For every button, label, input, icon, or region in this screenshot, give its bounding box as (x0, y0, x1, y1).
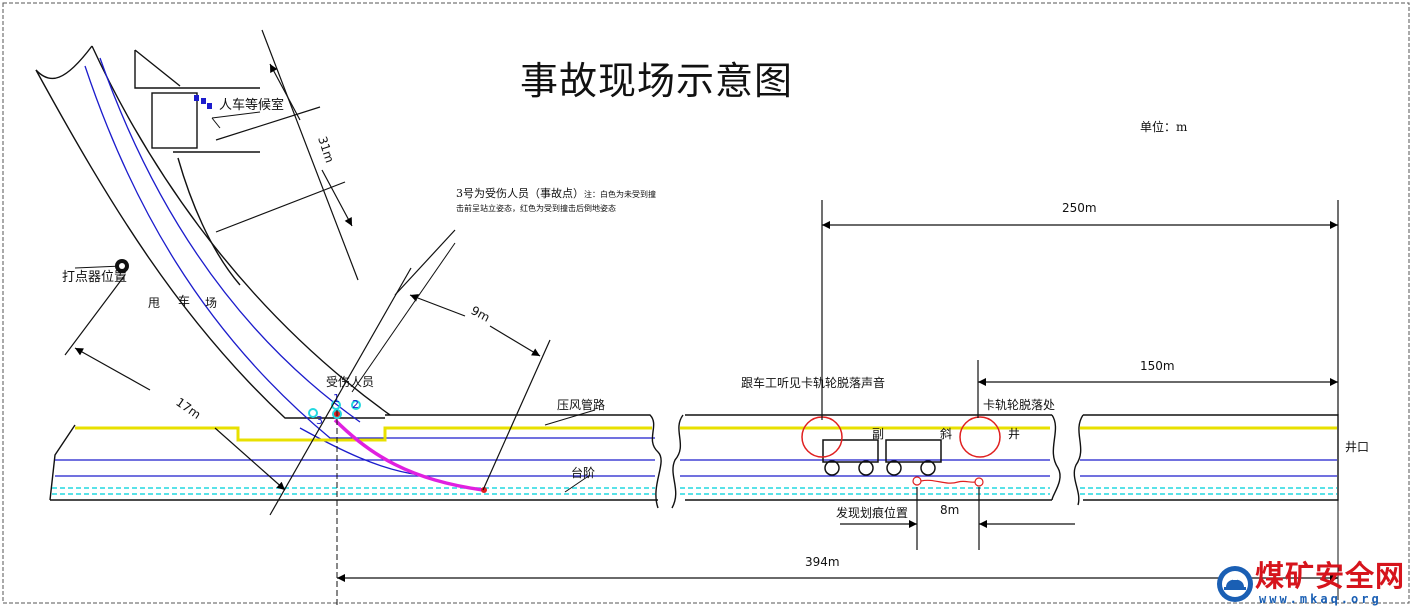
main-roadway (49, 414, 1339, 509)
wheel-fell-label: 卡轨轮脱落处 (983, 398, 1056, 412)
note-lead: 3号为受伤人员（事故点） (456, 187, 584, 200)
note-detail: 注：白色为未受到撞击前呈站立姿态，红色为受到撞击后倒地姿态 (456, 190, 656, 213)
sound-heard-label: 跟车工听见卡轨轮脱落声音 (741, 376, 886, 390)
vehicles (822, 439, 942, 476)
dim-394m-label: 394m (805, 555, 840, 569)
sound-heard-circle (801, 416, 843, 458)
signal-device-label: 打点器位置 (62, 270, 128, 285)
dim-250m-label: 250m (1062, 201, 1097, 215)
waiting-room-label: 人车等候室 (219, 98, 285, 113)
injury-note: 3号为受伤人员（事故点）注：白色为未受到撞击前呈站立姿态，红色为受到撞击后倒地姿… (456, 187, 656, 215)
yard-label-1: 甩 (148, 296, 160, 310)
scratch-marks (912, 476, 984, 487)
air-pipe-label: 压风管路 (557, 398, 606, 412)
injured-label: 受伤人员 (326, 375, 375, 389)
incline-label-2: 斜 (940, 427, 952, 441)
steps (52, 487, 1337, 495)
main-rails (55, 459, 1337, 477)
site-logo: 煤矿安全网 www.mkaq.org (1213, 560, 1413, 608)
person-markers (308, 400, 361, 419)
person-3-label: 3 (316, 414, 323, 427)
shaft-mouth-label: 井口 (1345, 440, 1370, 454)
incline-label-1: 副 (872, 427, 884, 441)
incline-label-3: 井 (1008, 427, 1020, 441)
branch-road (35, 45, 391, 419)
logo-url: www.mkaq.org (1259, 592, 1382, 606)
trajectory-path (333, 418, 484, 492)
dim-9m-label: 9m (469, 303, 493, 324)
leader-lines (74, 242, 596, 493)
branch-rails (84, 57, 655, 476)
dim-31m-label: 31m (315, 135, 337, 165)
dimension-lines (64, 29, 1339, 582)
dim-150m-label: 150m (1140, 359, 1175, 373)
trajectory-end-point (481, 487, 487, 493)
wheel-fell-circle (959, 416, 1001, 458)
yard-label-2: 车 (178, 293, 190, 308)
dim-17m-label: 17m (173, 395, 203, 422)
unit-label: 单位：m (1140, 120, 1188, 134)
dim-8m-label: 8m (940, 503, 959, 517)
yard-label-3: 场 (205, 296, 217, 310)
person-2-label: 2 (352, 398, 359, 411)
waiting-room (151, 92, 198, 149)
scratch-label: 发现划痕位置 (836, 506, 909, 520)
waiting-room-vehicle-icon (194, 95, 212, 109)
signal-device-icon (115, 259, 129, 273)
air-pipe (75, 426, 1337, 442)
page-title: 事故现场示意图 (520, 59, 794, 103)
helmet-icon (1217, 566, 1253, 602)
steps-label: 台阶 (571, 466, 596, 480)
logo-text: 煤矿安全网 (1255, 559, 1406, 593)
